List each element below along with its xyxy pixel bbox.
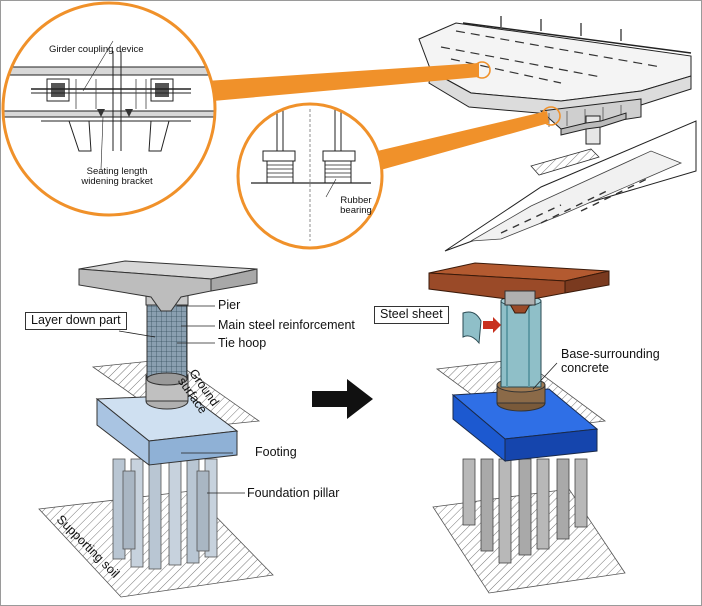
- base-concrete-line1: Base-surrounding: [561, 347, 660, 361]
- seating-bracket-label: Seating length widening bracket: [77, 166, 157, 188]
- rubber-bearing-line2: bearing: [340, 205, 372, 217]
- foundation-pillar-label: Foundation pillar: [247, 486, 340, 500]
- rubber-bearing-label: Rubber bearing: [331, 195, 381, 217]
- pier-label: Pier: [218, 298, 241, 312]
- footing-label: Footing: [255, 445, 297, 459]
- girder-coupling-detail: [1, 1, 217, 217]
- base-concrete-line2: concrete: [561, 360, 609, 375]
- seating-bracket-line1: Seating length: [86, 166, 148, 177]
- rubber-bearing-line1: Rubber: [340, 195, 372, 206]
- base-concrete-label: Base-surrounding concrete: [561, 347, 660, 376]
- seating-bracket-line2: widening bracket: [81, 176, 153, 188]
- elevated-highway-illustration: [418, 16, 697, 252]
- layer-down-part-label: Layer down part: [25, 312, 127, 330]
- original-pier-structure: [38, 260, 274, 598]
- callout-band-bearing: [369, 111, 549, 171]
- reinforced-pier-structure: [428, 262, 626, 594]
- tie-hoop-label: Tie hoop: [218, 336, 267, 350]
- girder-coupling-label: Girder coupling device: [49, 44, 144, 55]
- transition-arrow: [312, 379, 373, 419]
- callout-band-girder: [206, 63, 479, 101]
- main-reinforcement-label: Main steel reinforcement: [218, 318, 355, 332]
- steel-sheet-label: Steel sheet: [374, 306, 449, 324]
- rubber-bearing-detail: [236, 102, 384, 250]
